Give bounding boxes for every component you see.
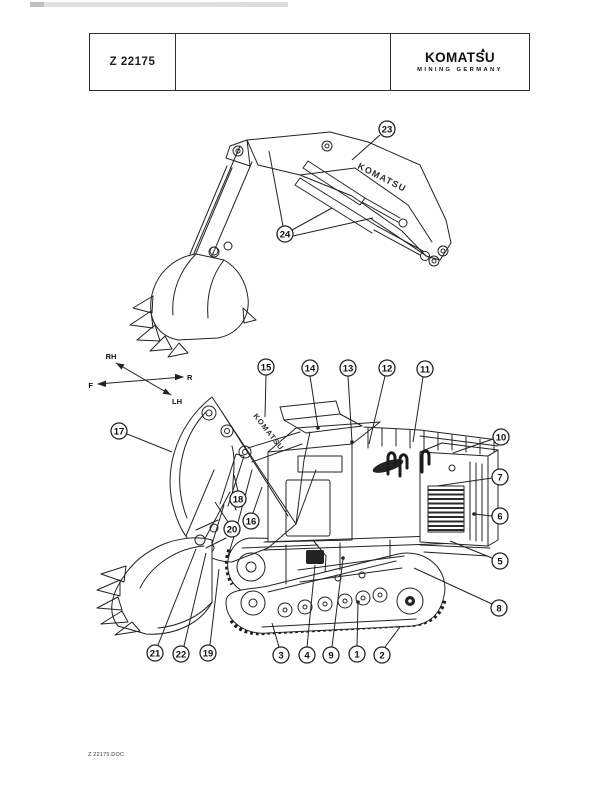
callout-18: 18 (229, 474, 247, 508)
bucket-upper (129, 241, 257, 358)
title-block-doc-number-cell: Z 22175 (90, 34, 176, 90)
orientation-indicator: F R RH LH (88, 352, 193, 406)
label-right-hand: RH (106, 352, 117, 361)
svg-text:3: 3 (278, 651, 283, 662)
crawler-tracks (224, 537, 447, 636)
front-window (297, 455, 343, 473)
arrow-r-icon (175, 373, 184, 381)
callout-15: 15 (257, 358, 275, 418)
svg-text:20: 20 (227, 525, 238, 536)
upper-boom-brand: KOMATSU (356, 161, 408, 194)
upper-diagram: KOMATSU (129, 120, 452, 358)
svg-text:18: 18 (233, 495, 244, 506)
svg-text:8: 8 (496, 604, 501, 615)
callout-2: 2 (373, 626, 401, 664)
callout-number: 23 (382, 125, 393, 136)
svg-text:1: 1 (354, 650, 360, 661)
lower-boom-brand: KOMATSU (251, 412, 285, 452)
arrow-f-icon (97, 380, 106, 387)
boom-left-curve (169, 396, 213, 525)
pump-hoses (372, 449, 431, 478)
handrails (363, 426, 499, 455)
callout-circle (378, 120, 396, 138)
title-block: Z 22175 KOMATSU MINING GERMANY (89, 33, 530, 91)
machinery-house (267, 443, 353, 543)
callout-22: 22 (172, 552, 207, 663)
callout-12: 12 (368, 359, 396, 445)
drive-sprocket (396, 587, 424, 615)
callout-9: 9 (322, 558, 344, 664)
callout-1: 1 (348, 602, 366, 663)
svg-text:15: 15 (261, 363, 272, 374)
bucket-shell (150, 253, 249, 341)
label-front: F (88, 381, 93, 390)
komatsu-wordmark: KOMATSU (424, 50, 496, 66)
boom-structure (225, 131, 452, 261)
footer-filename: Z 22175.DOC (88, 752, 125, 758)
callout-16: 16 (242, 486, 263, 530)
callout-10: 10 (452, 428, 510, 454)
callout-4: 4 (298, 564, 316, 664)
svg-text:12: 12 (382, 364, 393, 375)
svg-text:2: 2 (379, 651, 384, 662)
svg-text:16: 16 (246, 517, 257, 528)
svg-text:13: 13 (343, 364, 354, 375)
main-track (225, 550, 447, 636)
callout-11: 11 (412, 360, 434, 443)
roof-hatch (283, 413, 363, 434)
bucket-shell (111, 537, 213, 635)
svg-text:19: 19 (203, 649, 214, 660)
title-block-logo-cell: KOMATSU MINING GERMANY (391, 34, 529, 90)
svg-text:10: 10 (496, 433, 507, 444)
svg-text:21: 21 (150, 649, 161, 660)
bucket-lower (96, 519, 227, 636)
svg-text:22: 22 (176, 650, 187, 661)
callout-3: 3 (271, 622, 290, 664)
svg-text:9: 9 (328, 651, 333, 662)
komatsu-logo-subtitle: MINING GERMANY (417, 66, 503, 73)
callout-21: 21 (146, 548, 197, 662)
callout-14: 14 (301, 359, 319, 429)
title-block-empty-cell (176, 34, 391, 90)
callout-24: 24 (268, 150, 374, 243)
komatsu-logo: KOMATSU (424, 48, 496, 66)
svg-text:6: 6 (497, 512, 502, 523)
svg-text:14: 14 (305, 364, 316, 375)
scan-smudge (30, 2, 288, 7)
callout-number: 24 (280, 230, 291, 241)
svg-text:7: 7 (497, 473, 502, 484)
idler-wheel (240, 590, 266, 616)
label-left-hand: LH (172, 397, 182, 406)
svg-text:4: 4 (304, 651, 310, 662)
arrow-rh-icon (116, 363, 125, 370)
arrow-lh-icon (162, 388, 171, 395)
callout-13: 13 (339, 359, 357, 443)
travel-drive (306, 550, 324, 564)
callout-20: 20 (214, 501, 241, 538)
komatsu-logo-tick-icon (480, 48, 485, 53)
callout-circle (276, 225, 294, 243)
svg-text:11: 11 (420, 365, 431, 376)
svg-text:5: 5 (497, 557, 503, 568)
lower-diagram: F R RH LH (88, 352, 510, 664)
callout-17: 17 (110, 422, 173, 453)
callout-5: 5 (449, 540, 509, 570)
callout-6: 6 (473, 507, 509, 525)
svg-text:17: 17 (114, 427, 125, 438)
hydraulic-cylinders-upper (294, 160, 440, 267)
callout-23: 23 (351, 120, 396, 161)
superstructure (263, 400, 499, 585)
main-track-outline (225, 552, 446, 634)
callout-8: 8 (413, 567, 508, 617)
leader-dots (316, 426, 476, 604)
callout-7: 7 (436, 468, 509, 487)
doc-number: Z 22175 (109, 56, 156, 68)
label-rear: R (187, 373, 193, 382)
callout-19: 19 (199, 568, 220, 662)
